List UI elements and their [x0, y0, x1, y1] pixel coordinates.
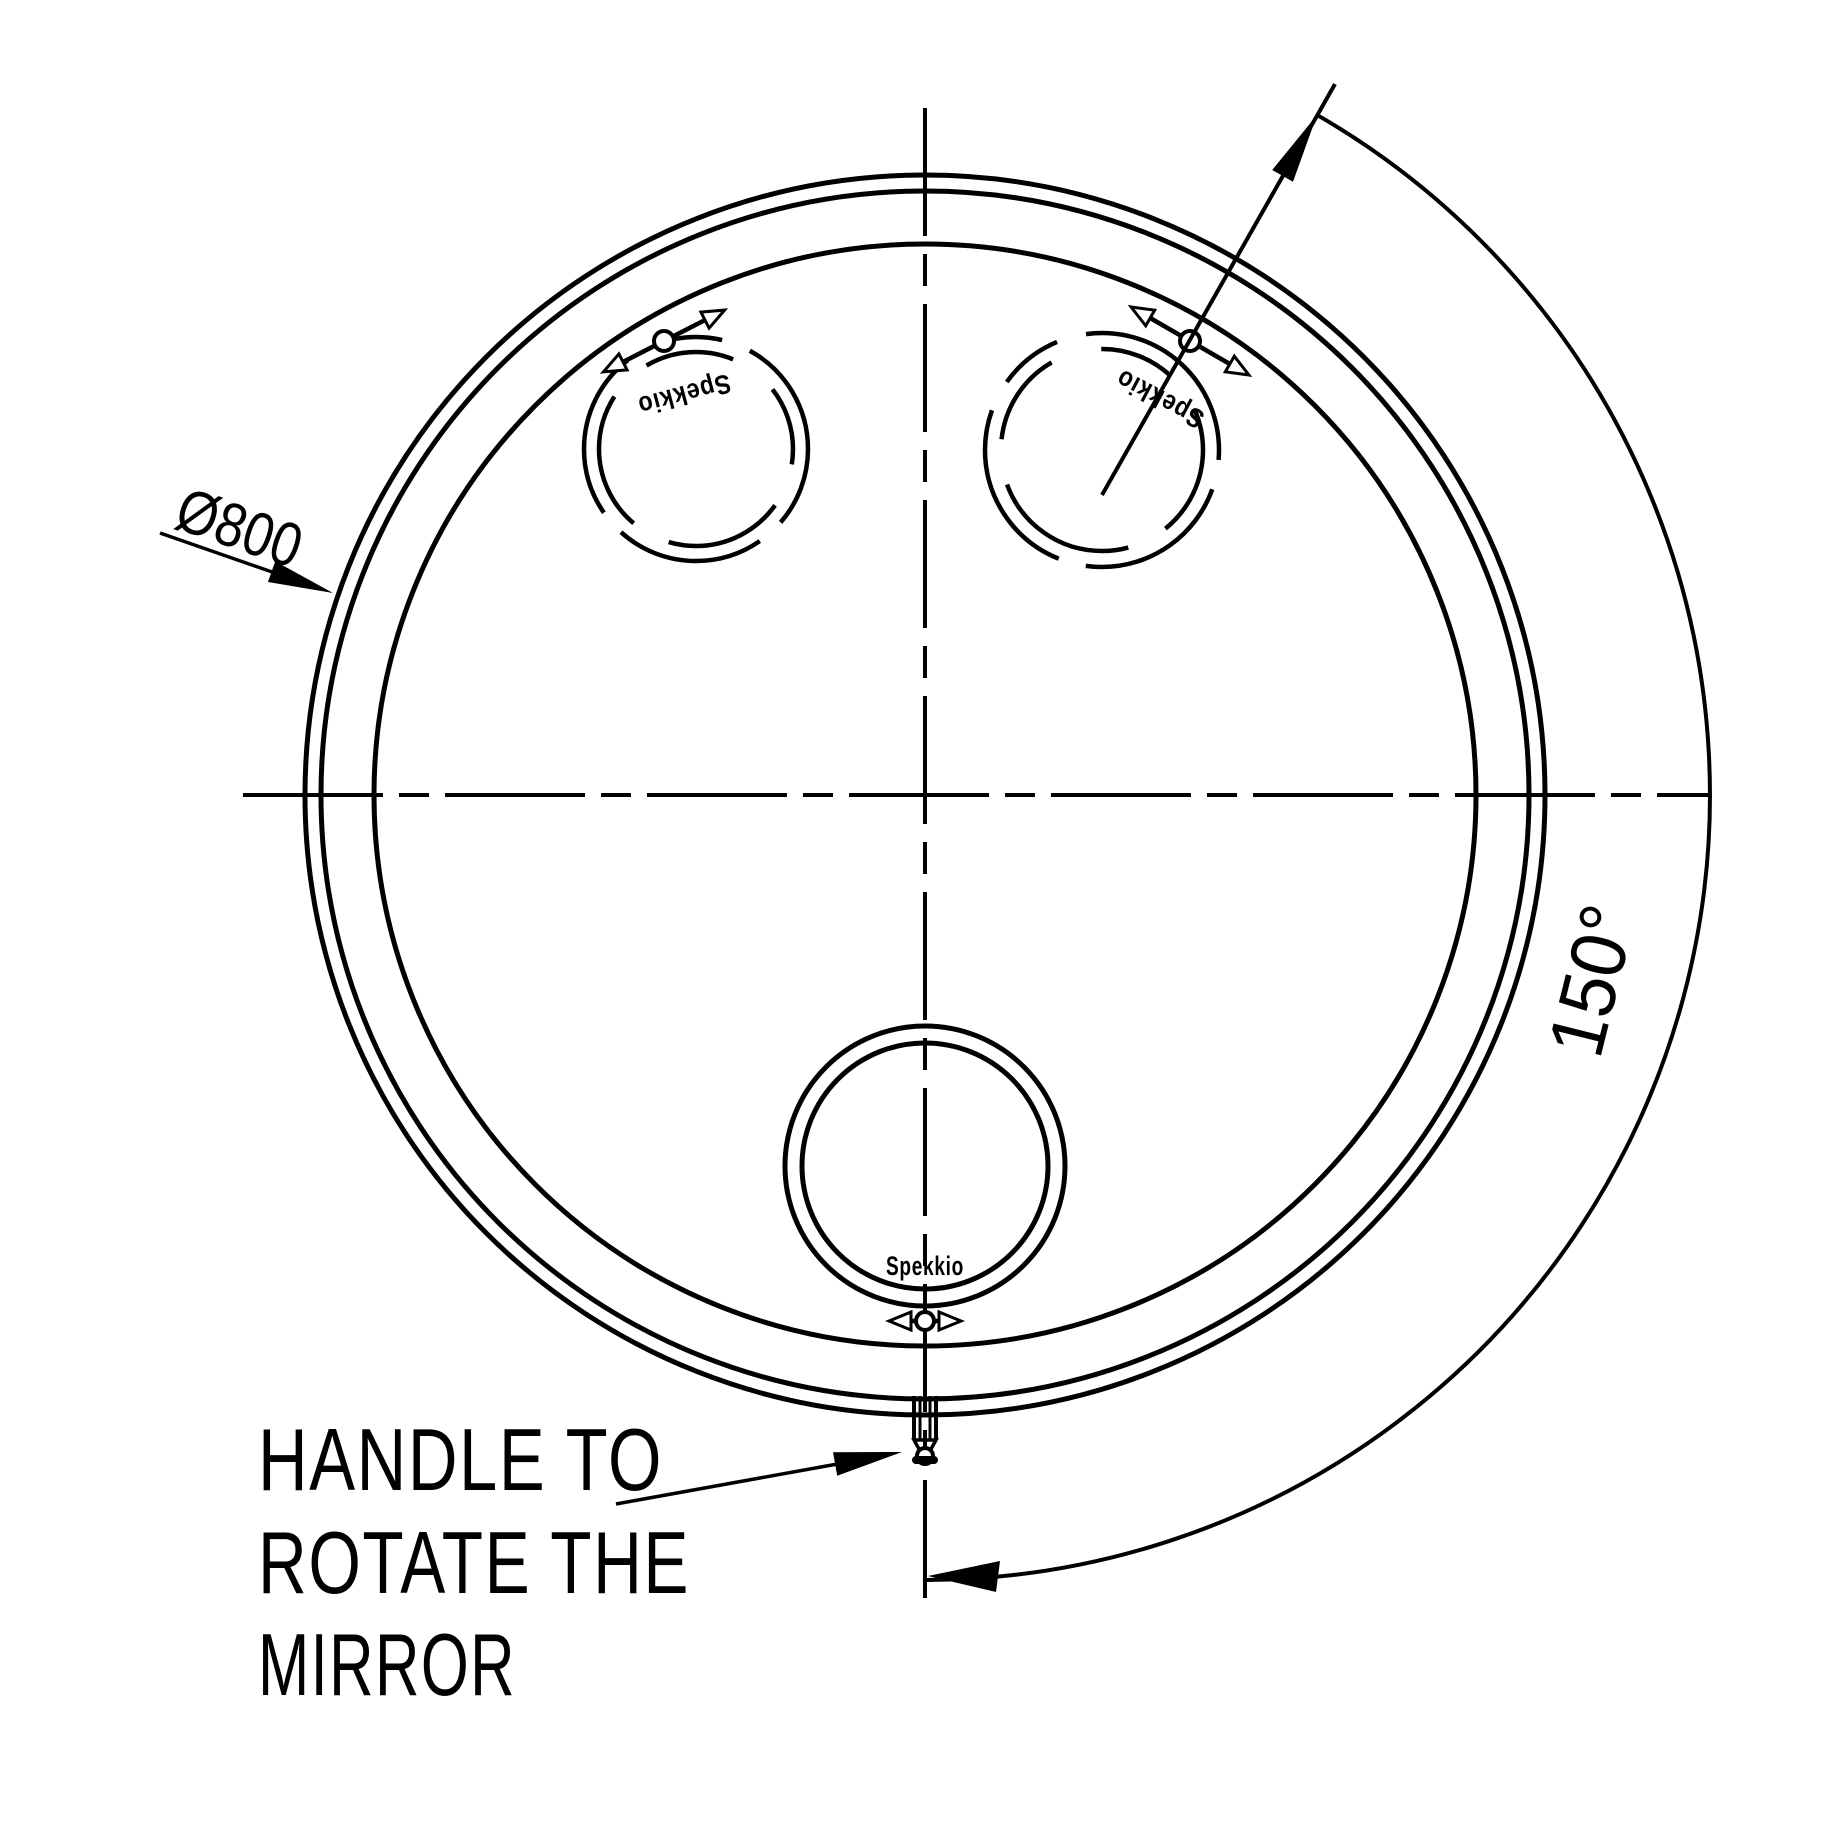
- mirror-outer-rim-circle: [302, 172, 1548, 1418]
- magnifier-zone-top-left: [581, 334, 811, 564]
- diameter-dimension: Ø800: [159, 475, 333, 593]
- adjust-arrow-bottom-head-right-icon: [937, 1309, 965, 1333]
- angle-dimension-arrowhead-icon: [928, 1561, 1000, 1592]
- mirror-inner-rim-circle: [318, 188, 1532, 1402]
- adjust-arrow-bottom-pivot-circle: [914, 1310, 936, 1332]
- rotation-direction-arrow: [1100, 83, 1337, 496]
- magnifier-top-right-inner-circle: [998, 346, 1206, 554]
- adjust-arrow-bottom-head-left-icon: [885, 1309, 913, 1333]
- handle-note: HANDLE TO ROTATE THE MIRROR: [258, 1410, 690, 1714]
- handle-note-leader: [615, 1452, 902, 1506]
- angle-dimension: 150°: [924, 113, 1712, 1592]
- magnifier-zone-bottom: [782, 1023, 1068, 1309]
- angle-dimension-arc: [924, 113, 1712, 1582]
- magnifier-top-right-outer-circle: [982, 330, 1222, 570]
- handle-note-line2: ROTATE THE: [258, 1513, 690, 1612]
- diameter-leader-arrowhead-icon: [268, 561, 333, 593]
- brand-label-top-right: Spekkio: [1111, 363, 1209, 434]
- adjust-arrow-bottom: [885, 1309, 965, 1333]
- handle-graphic: [911, 1396, 939, 1466]
- adjust-arrow-top-right-head-right-icon: [1222, 353, 1253, 377]
- angle-label: 150°: [1531, 896, 1653, 1065]
- magnifier-bottom-inner-circle: [799, 1040, 1051, 1292]
- magnifier-bottom-outer-circle: [782, 1023, 1068, 1309]
- brand-label-bottom: Spekkio: [886, 1251, 964, 1281]
- adjust-arrow-top-left-head-right-icon: [698, 308, 729, 331]
- handle-note-line1: HANDLE TO: [258, 1410, 663, 1509]
- rotation-arrow-head-icon: [1272, 115, 1317, 182]
- mirror-glass-circle: [371, 241, 1479, 1349]
- handle-note-line3: MIRROR: [258, 1615, 516, 1714]
- adjust-arrow-top-right-head-left-icon: [1127, 305, 1158, 329]
- magnifier-top-left-inner-circle: [596, 349, 796, 549]
- handle-leader-line: [615, 1461, 844, 1506]
- handle-knob-base: [912, 1456, 938, 1464]
- brand-label-top-left: Spekkio: [635, 368, 735, 422]
- adjust-arrow-top-left: [599, 308, 729, 374]
- magnifier-zone-top-right: [982, 330, 1222, 570]
- magnifier-top-left-outer-circle: [581, 334, 811, 564]
- diameter-label: Ø800: [167, 475, 310, 582]
- handle-leader-arrowhead-icon: [833, 1452, 902, 1476]
- adjust-arrow-top-left-pivot-circle: [652, 329, 676, 353]
- adjust-arrow-top-left-head-left-icon: [599, 351, 630, 374]
